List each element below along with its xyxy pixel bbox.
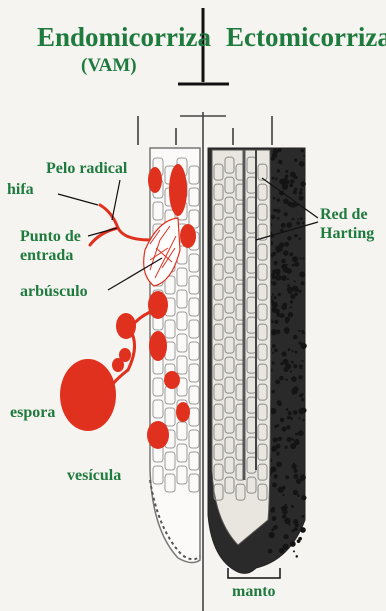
endo-title: Endomicorriza — [37, 24, 211, 51]
endo-subtitle: (VAM) — [81, 56, 137, 75]
label-manto: manto — [232, 584, 276, 600]
label-hifa: hifa — [7, 182, 34, 198]
label-vesicula: vesícula — [67, 468, 121, 484]
spore-body — [60, 359, 116, 431]
ecto-cortex — [212, 150, 271, 545]
label-arbusculo: arbúsculo — [20, 284, 88, 300]
ecto-title: Ectomicorriza — [226, 24, 386, 51]
label-espora: espora — [10, 405, 55, 421]
section-ticks — [138, 116, 272, 145]
label-punto-de-entrada: Punto de entrada — [20, 228, 106, 266]
label-pelo-radical: Pelo radical — [46, 161, 127, 177]
label-red-de-harting: Red de Harting — [320, 205, 382, 243]
